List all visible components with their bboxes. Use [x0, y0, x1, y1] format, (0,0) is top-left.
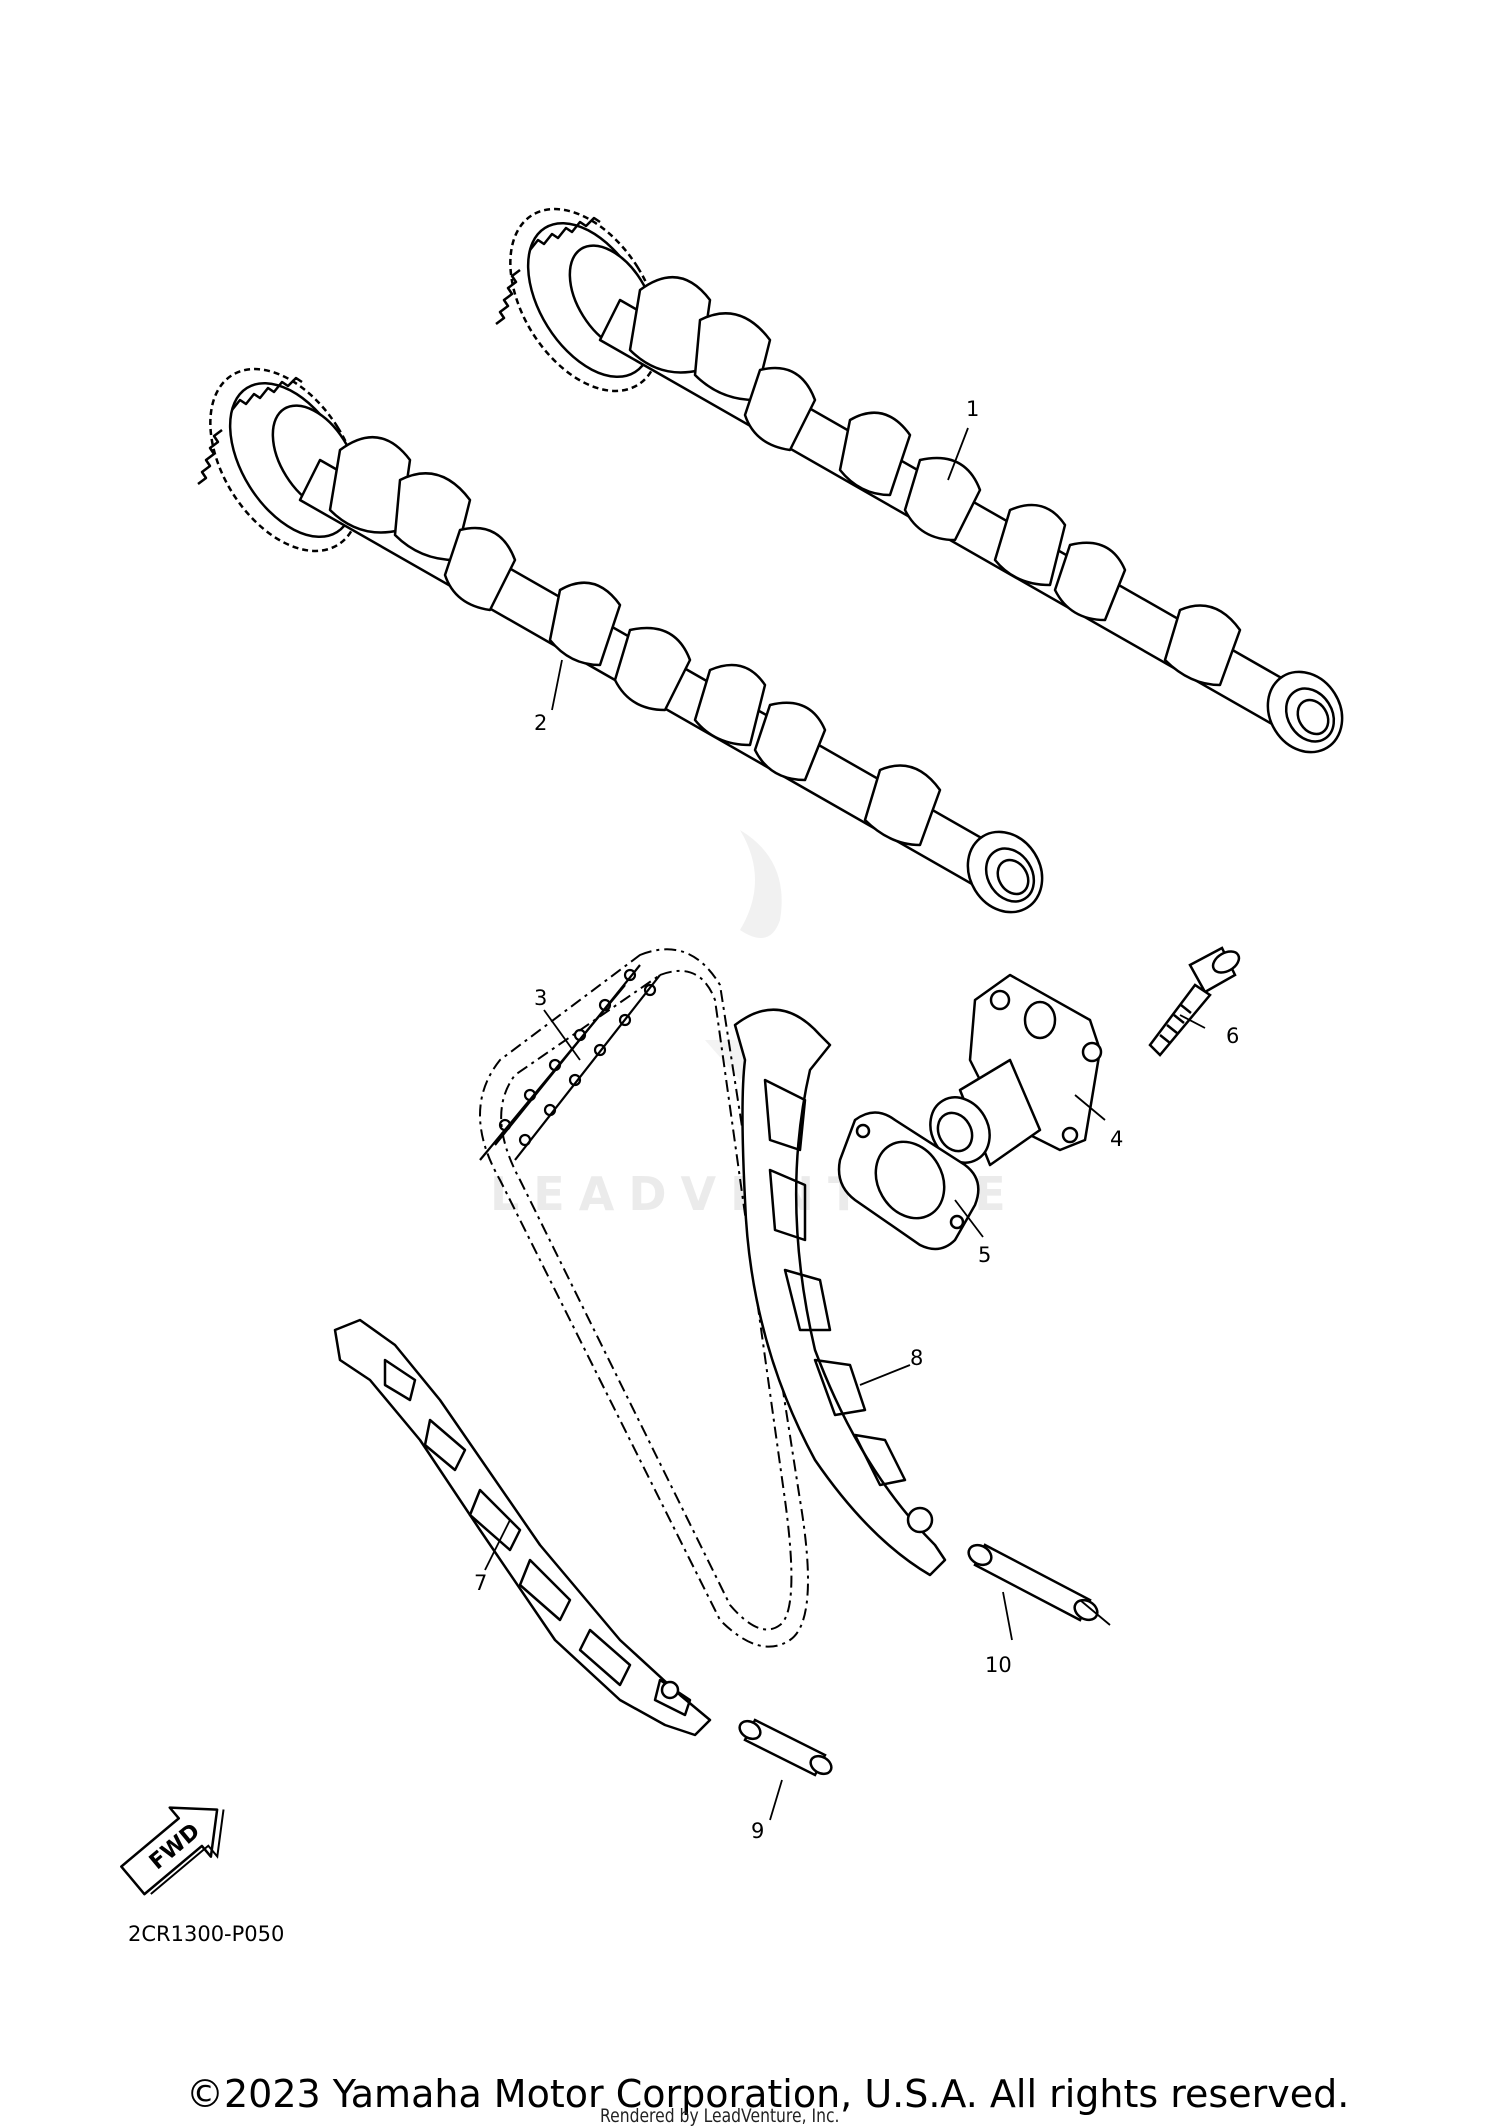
callout-2: 2 — [534, 711, 547, 735]
rendered-by-notice: Rendered by LeadVenture, Inc. — [600, 2105, 840, 2127]
cam-chain-3[interactable] — [479, 948, 809, 1648]
callout-8: 8 — [910, 1346, 923, 1370]
diagram-code: 2CR1300-P050 — [128, 1922, 285, 1946]
chain-guide-7[interactable] — [333, 1318, 712, 1737]
leader-lines — [484, 427, 1206, 1821]
bolt-6[interactable] — [1148, 946, 1243, 1057]
camshaft-1[interactable] — [479, 182, 1357, 766]
fwd-arrow-icon: FWD — [120, 1806, 225, 1896]
callout-3: 3 — [534, 986, 547, 1010]
pin-10[interactable] — [965, 1541, 1101, 1624]
pin-9[interactable] — [736, 1718, 834, 1778]
callout-1: 1 — [966, 397, 979, 421]
callout-6: 6 — [1226, 1024, 1239, 1048]
chain-guide-8[interactable] — [733, 1008, 947, 1577]
callout-5: 5 — [978, 1243, 991, 1267]
callout-7: 7 — [474, 1571, 487, 1595]
callout-10: 10 — [985, 1653, 1012, 1677]
camshaft-2[interactable] — [179, 342, 1057, 926]
callout-4: 4 — [1110, 1127, 1123, 1151]
copyright-notice: ©2023 Yamaha Motor Corporation, U.S.A. A… — [186, 2072, 1350, 2116]
callout-9: 9 — [751, 1819, 764, 1843]
callouts: 1 2 3 4 5 6 7 8 9 10 — [474, 397, 1239, 1843]
gasket-5[interactable] — [837, 1111, 980, 1251]
chain-tensioner-4[interactable] — [919, 973, 1103, 1173]
